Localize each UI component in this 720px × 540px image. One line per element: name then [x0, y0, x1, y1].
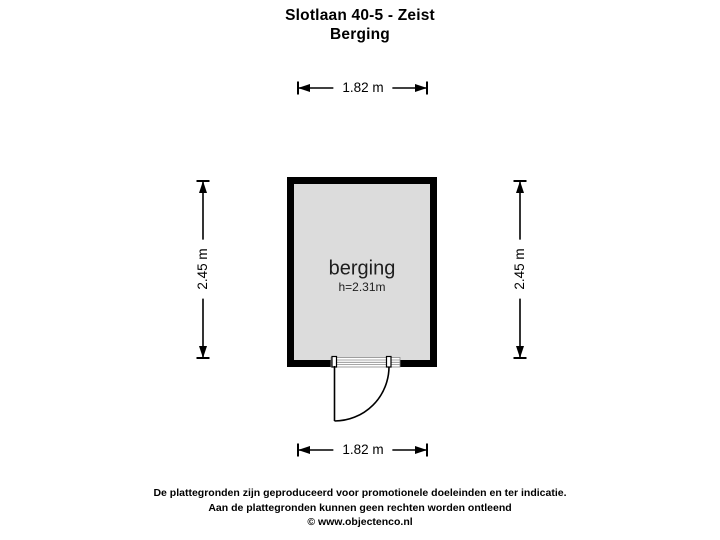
door-jamb-right [385, 355, 392, 368]
wall-left [287, 177, 294, 367]
wall-bottom-left [287, 360, 331, 367]
page-subtitle: Berging [330, 26, 390, 43]
room-height-label: h=2.31m [338, 280, 386, 294]
room-walls [287, 177, 437, 367]
title-block: Slotlaan 40-5 - Zeist Berging [0, 6, 720, 44]
footer-line-3: © www.objectenco.nl [307, 516, 413, 528]
wall-bottom-right [400, 360, 437, 367]
room-name-label: berging [328, 257, 396, 280]
footer-disclaimer: De plattegronden zijn geproduceerd voor … [0, 486, 720, 530]
door-threshold [330, 355, 401, 368]
wall-top [287, 177, 437, 184]
door-arc [334, 366, 390, 422]
wall-right [430, 177, 437, 367]
dimension-label-right: 2.45 m [510, 239, 530, 299]
room-floor [290, 180, 431, 362]
door-swing [333, 366, 390, 422]
footer-line-1: De plattegronden zijn geproduceerd voor … [153, 487, 567, 499]
door-jamb-left [331, 355, 338, 368]
footer-line-2: Aan de plattegronden kunnen geen rechten… [208, 501, 512, 514]
dimension-label-bottom: 1.82 m [333, 440, 393, 460]
page-title: Slotlaan 40-5 - Zeist [285, 7, 435, 24]
dimension-label-top: 1.82 m [333, 78, 393, 98]
dimension-label-left: 2.45 m [193, 239, 213, 299]
